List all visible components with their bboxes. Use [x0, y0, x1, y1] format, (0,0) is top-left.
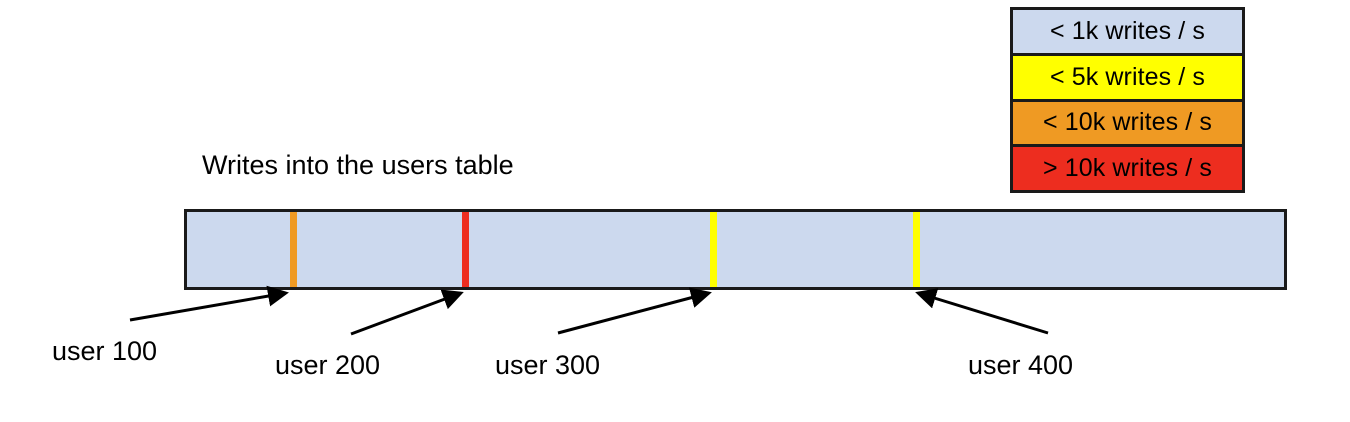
shard-marker-user-400	[913, 212, 920, 287]
arrow-user-300	[557, 287, 712, 335]
shard-marker-user-300	[710, 212, 717, 287]
legend-row-over-10k: > 10k writes / s	[1013, 147, 1242, 190]
legend-label-under-5k: < 5k writes / s	[1049, 62, 1205, 91]
arrow-user-200	[350, 289, 464, 336]
write-rate-legend: < 1k writes / s < 5k writes / s < 10k wr…	[1010, 7, 1245, 193]
chart-title: Writes into the users table	[202, 150, 514, 180]
arrow-user-100	[129, 285, 289, 322]
legend-row-under-5k: < 5k writes / s	[1013, 55, 1242, 102]
annotation-label-user-100: user 100	[52, 336, 158, 366]
annotation-label-user-200: user 200	[275, 350, 381, 380]
legend-row-under-10k: < 10k writes / s	[1013, 101, 1242, 148]
arrow-user-400	[915, 288, 1049, 335]
shard-marker-user-200	[462, 212, 469, 287]
annotation-label-user-400: user 400	[968, 350, 1074, 380]
users-table-keyspace-bar	[184, 209, 1287, 290]
legend-row-under-1k: < 1k writes / s	[1013, 10, 1242, 56]
annotation-label-user-300: user 300	[495, 350, 601, 380]
legend-label-over-10k: > 10k writes / s	[1042, 154, 1213, 183]
legend-label-under-10k: < 10k writes / s	[1042, 108, 1213, 137]
legend-label-under-1k: < 1k writes / s	[1049, 16, 1205, 45]
shard-marker-user-100	[290, 212, 297, 287]
keyspace-bar-body	[184, 209, 1287, 290]
